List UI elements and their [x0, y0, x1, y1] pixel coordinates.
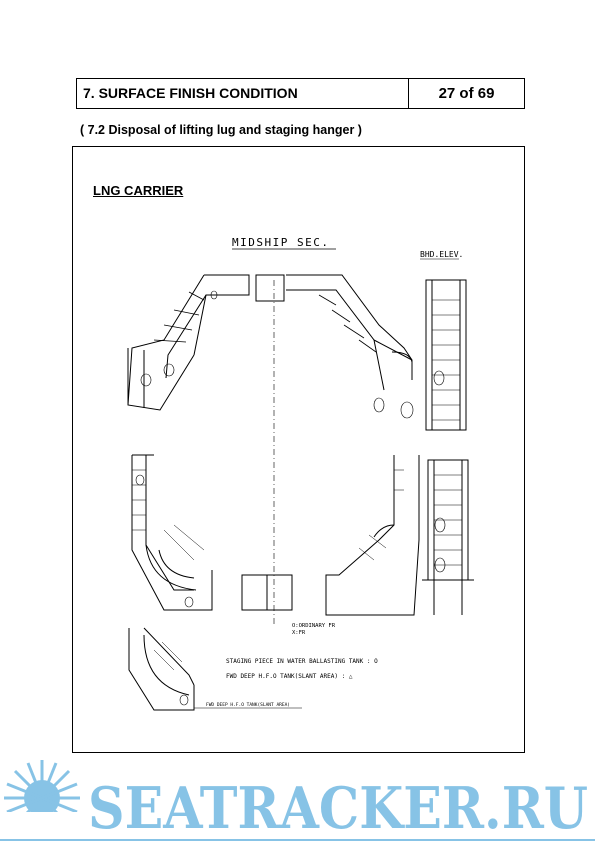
section-header: 7. SURFACE FINISH CONDITION 27 of 69: [76, 78, 525, 109]
drawing-frame: [72, 146, 525, 753]
midship-label: MIDSHIP SEC.: [232, 236, 329, 249]
watermark-band: SEATRACKER.RU: [0, 760, 595, 842]
ship-type-title: LNG CARRIER: [93, 183, 184, 198]
ordinary-fr-note: O:ORDINARY FR: [292, 623, 336, 629]
subsection-title: ( 7.2 Disposal of lifting lug and stagin…: [80, 123, 362, 137]
legend-staging-piece: STAGING PIECE IN WATER BALLASTING TANK :…: [226, 658, 378, 665]
watermark-text: SEATRACKER.RU: [88, 775, 588, 842]
bhd-label: BHD.ELEV.: [420, 250, 463, 259]
sun-logo-icon: [4, 760, 80, 836]
section-title: 7. SURFACE FINISH CONDITION: [77, 79, 409, 108]
technical-drawing: MIDSHIP SEC. BHD.ELEV.: [127, 236, 474, 711]
page-number: 27 of 69: [438, 85, 495, 102]
slant-area-label: FWD DEEP H.F.O TANK(SLANT AREA): [206, 702, 290, 708]
legend-fwd-deep: FWD DEEP H.F.O TANK(SLANT AREA) : △: [226, 673, 353, 680]
ordinary-x-note: X:FR: [292, 630, 306, 636]
